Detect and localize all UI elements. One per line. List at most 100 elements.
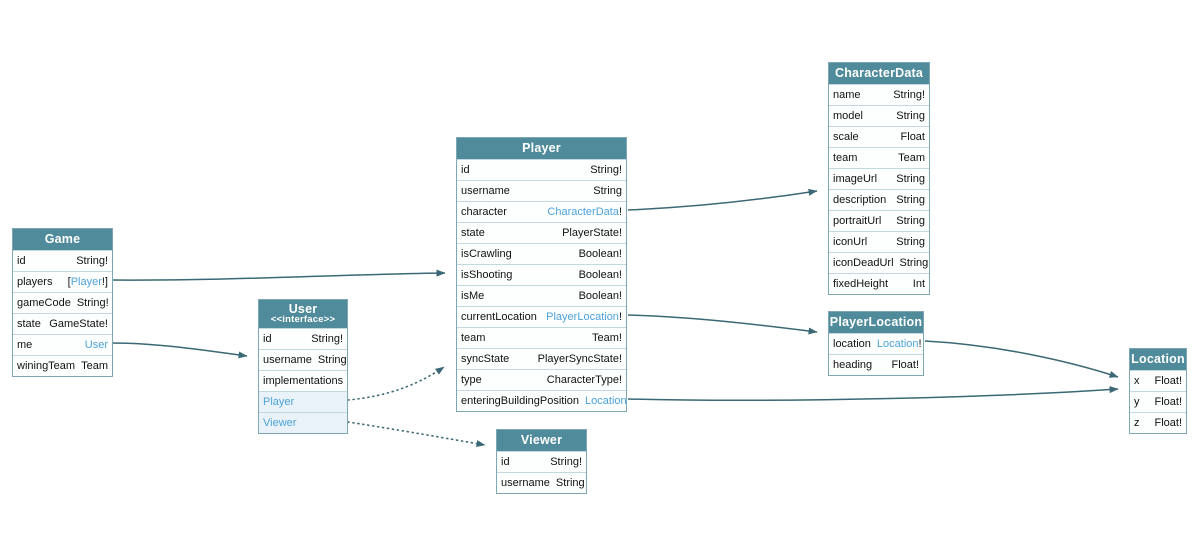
type-text: [ bbox=[67, 276, 71, 288]
field-name: winingTeam bbox=[17, 360, 76, 372]
entity-characterdata: CharacterData name String! model String … bbox=[828, 62, 930, 295]
field-row[interactable]: iconUrl String bbox=[829, 231, 929, 252]
field-row[interactable]: location Location! bbox=[829, 333, 923, 354]
edge-user-player-implementation bbox=[347, 366, 445, 401]
field-type: Team! bbox=[592, 332, 622, 344]
entity-viewer-header[interactable]: Viewer bbox=[497, 430, 586, 451]
entity-title: User bbox=[288, 302, 318, 316]
entity-playerlocation-header[interactable]: PlayerLocation bbox=[829, 312, 923, 333]
implementation-row[interactable]: Viewer bbox=[259, 412, 347, 433]
field-name: y bbox=[1134, 396, 1140, 408]
field-row[interactable]: syncState PlayerSyncState! bbox=[457, 348, 626, 369]
field-row[interactable]: id String! bbox=[259, 328, 347, 349]
field-row[interactable]: id String! bbox=[457, 159, 626, 180]
field-row[interactable]: type CharacterType! bbox=[457, 369, 626, 390]
field-name: id bbox=[17, 255, 26, 267]
field-row[interactable]: team Team bbox=[829, 147, 929, 168]
field-row[interactable]: me User bbox=[13, 334, 112, 355]
field-type: String bbox=[896, 194, 925, 206]
field-row[interactable]: description String bbox=[829, 189, 929, 210]
field-type: String bbox=[896, 173, 925, 185]
field-row[interactable]: winingTeam Team bbox=[13, 355, 112, 376]
field-row[interactable]: fixedHeight Int bbox=[829, 273, 929, 294]
field-row[interactable]: id String! bbox=[497, 451, 586, 472]
field-type: GameState! bbox=[49, 318, 108, 330]
field-type: PlayerSyncState! bbox=[537, 353, 622, 365]
field-row[interactable]: isShooting Boolean! bbox=[457, 264, 626, 285]
field-row[interactable]: x Float! bbox=[1130, 370, 1186, 391]
field-name: isMe bbox=[461, 290, 485, 302]
field-row[interactable]: scale Float bbox=[829, 126, 929, 147]
field-row[interactable]: gameCode String! bbox=[13, 292, 112, 313]
field-row[interactable]: username String bbox=[457, 180, 626, 201]
entity-user-header[interactable]: User <<interface>> bbox=[259, 300, 347, 328]
field-row[interactable]: y Float! bbox=[1130, 391, 1186, 412]
field-type: Boolean! bbox=[578, 269, 622, 281]
type-link[interactable]: User bbox=[84, 339, 108, 351]
field-row[interactable]: z Float! bbox=[1130, 412, 1186, 433]
implementation-link[interactable]: Player bbox=[263, 396, 295, 408]
field-name: me bbox=[17, 339, 33, 351]
field-row[interactable]: username String bbox=[259, 349, 347, 370]
field-row[interactable]: heading Float! bbox=[829, 354, 923, 375]
field-row[interactable]: id String! bbox=[13, 250, 112, 271]
type-link[interactable]: Location bbox=[585, 395, 627, 407]
field-row[interactable]: enteringBuildingPosition Location bbox=[457, 390, 627, 411]
edge-player-enteringbuildingposition-to-location bbox=[627, 386, 1119, 402]
type-link[interactable]: Location bbox=[876, 338, 919, 350]
field-name: state bbox=[461, 227, 485, 239]
field-row[interactable]: state PlayerState! bbox=[457, 222, 626, 243]
edge-player-character-to-characterdata bbox=[627, 188, 818, 211]
field-name: players bbox=[17, 276, 53, 288]
field-row[interactable]: isCrawling Boolean! bbox=[457, 243, 626, 264]
field-type: Float! bbox=[1154, 375, 1182, 387]
type-text: !] bbox=[101, 276, 108, 288]
entity-player: Player id String! username String charac… bbox=[456, 137, 627, 412]
entity-location-header[interactable]: Location bbox=[1130, 349, 1186, 370]
field-name: model bbox=[833, 110, 863, 122]
field-type: PlayerState! bbox=[562, 227, 622, 239]
field-row[interactable]: name String! bbox=[829, 84, 929, 105]
implementation-row[interactable]: Player bbox=[259, 391, 347, 412]
field-row[interactable]: imageUrl String bbox=[829, 168, 929, 189]
field-row[interactable]: isMe Boolean! bbox=[457, 285, 626, 306]
implementation-link[interactable]: Viewer bbox=[263, 417, 297, 429]
entity-game-header[interactable]: Game bbox=[13, 229, 112, 250]
field-type: String bbox=[317, 354, 347, 366]
field-name: iconUrl bbox=[833, 236, 868, 248]
field-name: fixedHeight bbox=[833, 278, 889, 290]
field-row[interactable]: players [Player!] bbox=[13, 271, 112, 292]
edge-playerlocation-location-to-location bbox=[924, 340, 1119, 378]
field-name: location bbox=[833, 338, 871, 350]
entity-user: User <<interface>> id String! username S… bbox=[258, 299, 348, 434]
field-type: String! bbox=[311, 333, 343, 345]
entity-location: Location x Float! y Float! z Float! bbox=[1129, 348, 1187, 434]
field-type: PlayerLocation! bbox=[546, 311, 622, 323]
field-row[interactable]: portraitUrl String bbox=[829, 210, 929, 231]
field-row[interactable]: character CharacterData! bbox=[457, 201, 626, 222]
field-name: heading bbox=[833, 359, 873, 371]
field-name: imageUrl bbox=[833, 173, 878, 185]
field-row[interactable]: state GameState! bbox=[13, 313, 112, 334]
field-type: User bbox=[85, 339, 108, 351]
field-row[interactable]: team Team! bbox=[457, 327, 626, 348]
field-type: CharacterData! bbox=[547, 206, 622, 218]
field-type: String! bbox=[893, 89, 925, 101]
field-name: portraitUrl bbox=[833, 215, 882, 227]
type-link[interactable]: CharacterData bbox=[547, 206, 619, 218]
entity-characterdata-header[interactable]: CharacterData bbox=[829, 63, 929, 84]
type-link[interactable]: Player bbox=[70, 276, 102, 288]
entity-player-header[interactable]: Player bbox=[457, 138, 626, 159]
field-name: character bbox=[461, 206, 507, 218]
field-type: String bbox=[896, 110, 925, 122]
field-row[interactable]: currentLocation PlayerLocation! bbox=[457, 306, 626, 327]
field-row[interactable]: model String bbox=[829, 105, 929, 126]
field-type: Boolean! bbox=[578, 248, 622, 260]
type-link[interactable]: PlayerLocation bbox=[546, 311, 619, 323]
field-row[interactable]: iconDeadUrl String bbox=[829, 252, 929, 273]
type-text: ! bbox=[618, 206, 622, 218]
field-name: username bbox=[263, 354, 312, 366]
field-name: state bbox=[17, 318, 41, 330]
type-text: ! bbox=[618, 311, 622, 323]
field-row[interactable]: username String bbox=[497, 472, 586, 493]
